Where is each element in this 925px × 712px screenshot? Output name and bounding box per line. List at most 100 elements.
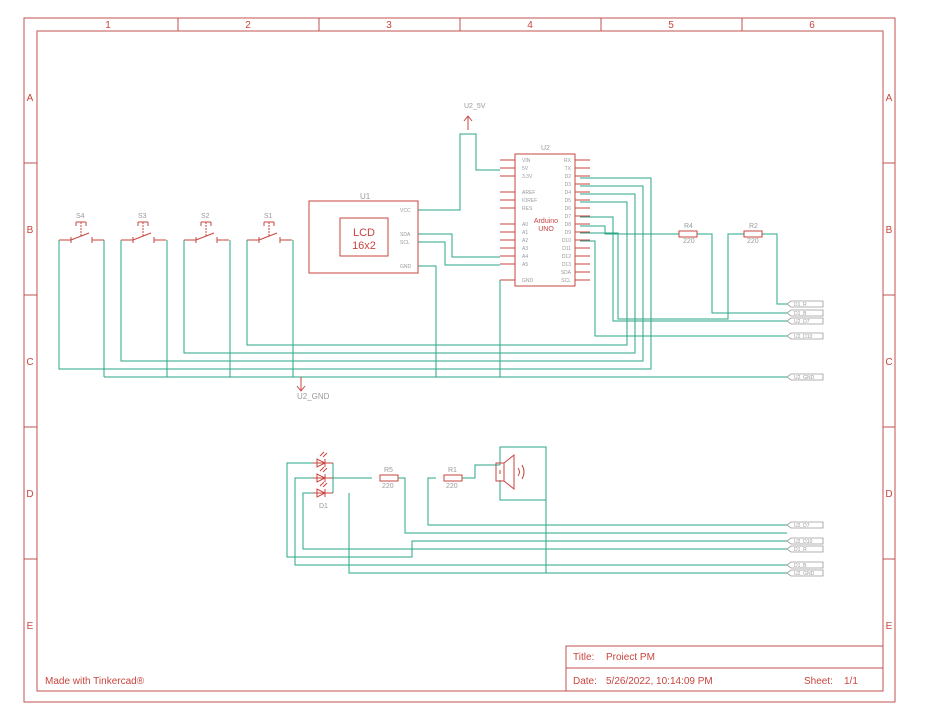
lcd-pin: GND [400, 264, 412, 270]
net-tag-label: U2_D10 [794, 539, 813, 545]
arduino-pin-label: IOREF [522, 198, 537, 204]
rgb-led-d1[interactable] [313, 451, 333, 498]
net-tag: U2_D7 [786, 521, 824, 529]
arduino-name: Arduino [534, 218, 558, 225]
switch-ref: S1 [264, 213, 273, 220]
ground-label: U2_GND [297, 392, 330, 401]
switch-ref: S2 [201, 213, 210, 220]
resistor-r2[interactable] [743, 230, 763, 238]
row-label-left: D [26, 489, 33, 500]
net-tag-label: D1_R [794, 302, 807, 308]
arduino-pin-label: GND [522, 278, 534, 284]
pushbutton-s1[interactable] [247, 221, 292, 243]
resistor-ref: R2 [749, 223, 758, 230]
column-label: 1 [105, 20, 111, 31]
arduino-pin-label: D4 [565, 190, 572, 196]
arduino-pin-label: A2 [522, 238, 528, 244]
row-label-right: D [885, 489, 892, 500]
arduino-ref: U2 [541, 145, 550, 152]
pushbutton-s2[interactable] [184, 221, 229, 243]
net-tag: D1_B [786, 309, 824, 317]
net-tag: U2_D10 [786, 332, 824, 340]
lcd-ref: U1 [360, 192, 371, 201]
ground-symbol [296, 377, 306, 392]
resistor-value: 220 [747, 238, 759, 245]
arduino-pin-label: D7 [565, 214, 572, 220]
column-label: 5 [668, 20, 674, 31]
arduino-component[interactable] [514, 153, 576, 287]
row-dividers [24, 162, 895, 560]
net-tag: D1_B [786, 561, 824, 569]
arduino-pin-label: AREF [522, 190, 535, 196]
lcd-component[interactable] [308, 200, 419, 274]
arduino-pin-label: D11 [562, 246, 571, 252]
arduino-pin-label: D8 [565, 222, 572, 228]
arduino-pin-label: D2 [565, 174, 572, 180]
net-tag: U2_GND [786, 373, 824, 381]
pushbutton-s4[interactable] [59, 221, 104, 243]
arduino-pin-label: 5V [522, 166, 529, 172]
arduino-pin-label: A1 [522, 230, 528, 236]
net-tag: U2_D10 [786, 537, 824, 545]
resistor-r4[interactable] [678, 230, 698, 238]
net-tag-label: U2_GND [794, 375, 815, 381]
arduino-pin-label: D12 [562, 254, 571, 260]
arduino-pin-label: RES [522, 206, 533, 212]
arduino-pin-label: A3 [522, 246, 528, 252]
arduino-pin-label: D13 [562, 262, 571, 268]
net-tag: U2_GND [786, 569, 824, 577]
pushbutton-s3[interactable] [121, 221, 166, 243]
resistor-r5[interactable] [379, 474, 399, 482]
lcd-line2: 16x2 [352, 240, 376, 252]
row-label-left: A [27, 93, 34, 104]
row-label-right: A [886, 93, 893, 104]
net-tag-label: D1_R [794, 547, 807, 553]
supply-symbol [463, 115, 473, 130]
arduino-pin-label: RX [564, 158, 572, 164]
arduino-pin-label: D3 [565, 182, 572, 188]
net-tag-label: D1_B [794, 311, 807, 317]
row-label-right: B [886, 225, 893, 236]
column-dividers [177, 18, 743, 31]
lcd-pin: VCC [400, 208, 411, 214]
row-label-left: E [27, 621, 34, 632]
speaker-icon[interactable] [495, 453, 525, 491]
lcd-body [308, 200, 419, 274]
switch-ref: S3 [138, 213, 147, 220]
outer-frame [23, 17, 896, 703]
net-tag: D1_R [786, 300, 824, 308]
resistor-ref: R4 [684, 223, 693, 230]
net-tag: D1_R [786, 545, 824, 553]
resistor-value: 220 [683, 238, 695, 245]
arduino-pin-label: D9 [565, 230, 572, 236]
resistor-ref: R5 [384, 467, 393, 474]
column-label: 2 [245, 20, 251, 31]
wires-top [58, 133, 787, 378]
arduino-pin-label: 3.3V [522, 174, 533, 180]
arduino-pins: VIN5V3.3VAREFIOREFRESA0A1A2A3A4A5GNDRXTX… [500, 158, 590, 284]
resistor-r1[interactable] [443, 474, 463, 482]
title-block [565, 645, 884, 692]
arduino-pin-label: TX [565, 166, 572, 172]
wires-bottom [286, 446, 787, 574]
led-ref: D1 [319, 503, 328, 510]
arduino-pin-label: A4 [522, 254, 528, 260]
date-value: 5/26/2022, 10:14:09 PM [606, 676, 713, 687]
arduino-pin-label: VIN [522, 158, 531, 164]
row-label-left: B [27, 225, 34, 236]
column-label: 3 [386, 20, 392, 31]
column-label: 6 [809, 20, 815, 31]
lcd-line1: LCD [353, 227, 375, 239]
lcd-screen [339, 217, 389, 257]
net-tag-label: U2_D7 [794, 523, 810, 529]
arduino-pin-label: SDA [561, 270, 572, 276]
lcd-pin: SCL [400, 240, 410, 246]
resistor-value: 220 [446, 483, 458, 490]
sheet-value: 1/1 [844, 676, 858, 687]
row-label-left: C [26, 357, 33, 368]
arduino-pin-label: A0 [522, 222, 528, 228]
arduino-pin-label: D10 [562, 238, 571, 244]
